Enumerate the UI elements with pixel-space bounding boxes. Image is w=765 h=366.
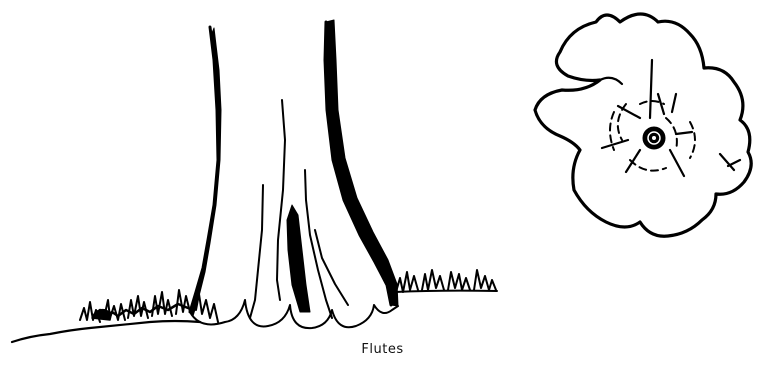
pith-center	[652, 136, 656, 140]
radial-lines	[602, 60, 740, 176]
ground-line	[12, 321, 200, 342]
ground-grass	[12, 270, 497, 342]
trunk-cross-section	[535, 14, 751, 236]
flute-line-1	[277, 100, 285, 300]
grass-right	[396, 270, 496, 292]
fluted-tree-trunk	[190, 20, 398, 328]
grass-right-base	[395, 291, 497, 292]
cross-section-outline	[535, 14, 751, 236]
buttress-base	[190, 300, 398, 328]
trunk-right-shading	[325, 20, 398, 306]
flute-cavity	[287, 205, 310, 312]
cross-section-inner-lobe	[600, 78, 622, 84]
figure-caption: Flutes	[0, 342, 765, 357]
flute-line-2	[250, 185, 263, 318]
flute-line-4	[315, 230, 348, 305]
